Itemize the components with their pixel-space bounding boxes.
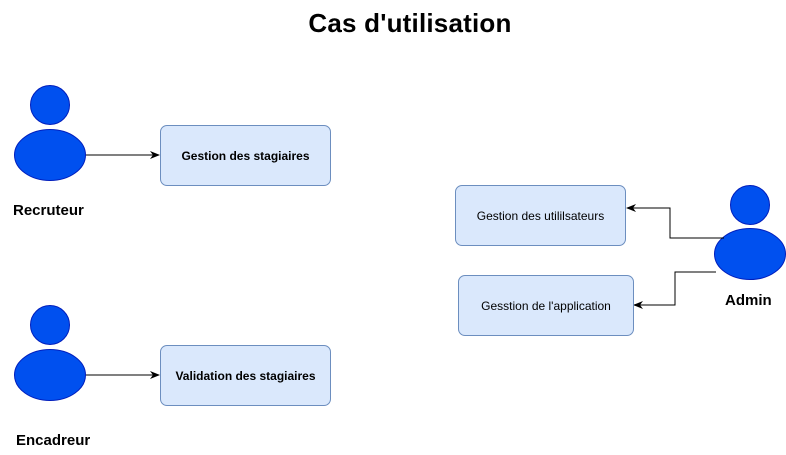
actor-admin-icon[interactable] (714, 185, 786, 280)
usecase-label: Gestion des stagiaires (181, 148, 310, 163)
actor-head (30, 85, 70, 125)
actor-head (730, 185, 770, 225)
usecase-label: Validation des stagiaires (175, 368, 316, 383)
connector-admin-gestion-utilisateurs (626, 204, 724, 239)
usecase-gestion-utilisateurs[interactable]: Gestion des utililsateurs (455, 185, 626, 246)
usecase-validation-stagiaires[interactable]: Validation des stagiaires (160, 345, 331, 406)
actor-body (714, 228, 786, 280)
actor-label-admin: Admin (725, 292, 772, 309)
usecase-label: Gesstion de l'application (481, 298, 611, 313)
actor-label-encadreur: Encadreur (16, 432, 91, 449)
actor-body (14, 129, 86, 181)
actor-head (30, 305, 70, 345)
actor-body (14, 349, 86, 401)
actor-label-recruteur: Recruteur (13, 202, 84, 219)
actor-recruteur-icon[interactable] (14, 85, 86, 181)
connector-admin-gestion-application (633, 271, 716, 309)
usecase-gestion-application[interactable]: Gesstion de l'application (458, 275, 634, 336)
diagram-title: Cas d'utilisation (308, 8, 512, 38)
actor-encadreur-icon[interactable] (14, 305, 86, 401)
usecase-label: Gestion des utililsateurs (476, 208, 605, 223)
usecase-gestion-stagiaires[interactable]: Gestion des stagiaires (160, 125, 331, 186)
